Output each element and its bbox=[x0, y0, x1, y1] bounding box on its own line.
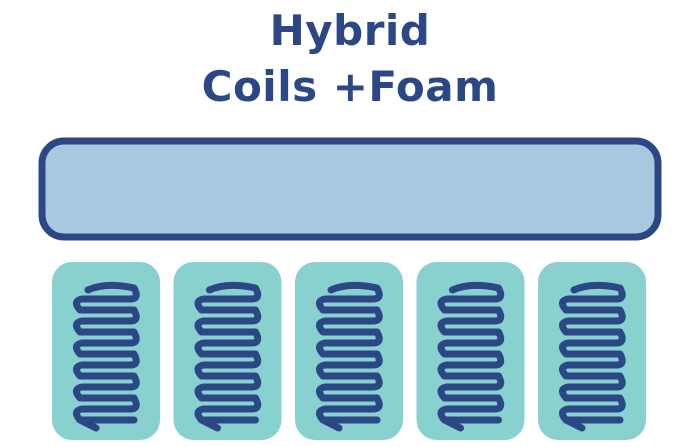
coil-spring bbox=[559, 281, 626, 432]
coil-spring bbox=[194, 281, 262, 432]
foam-layer bbox=[38, 137, 662, 241]
coil-row bbox=[52, 262, 646, 440]
title-hybrid: Hybrid bbox=[269, 6, 431, 55]
coil-spring bbox=[437, 281, 505, 432]
coil-pocket-4 bbox=[416, 262, 525, 440]
coil-spring bbox=[316, 281, 383, 432]
title-coils-foam: Coils +Foam bbox=[201, 62, 499, 111]
coil-pocket-2 bbox=[173, 262, 282, 440]
coil-pocket-3 bbox=[295, 262, 403, 440]
coil-spring bbox=[73, 281, 140, 432]
coil-pocket-5 bbox=[538, 262, 646, 440]
coil-pocket-1 bbox=[52, 262, 160, 440]
